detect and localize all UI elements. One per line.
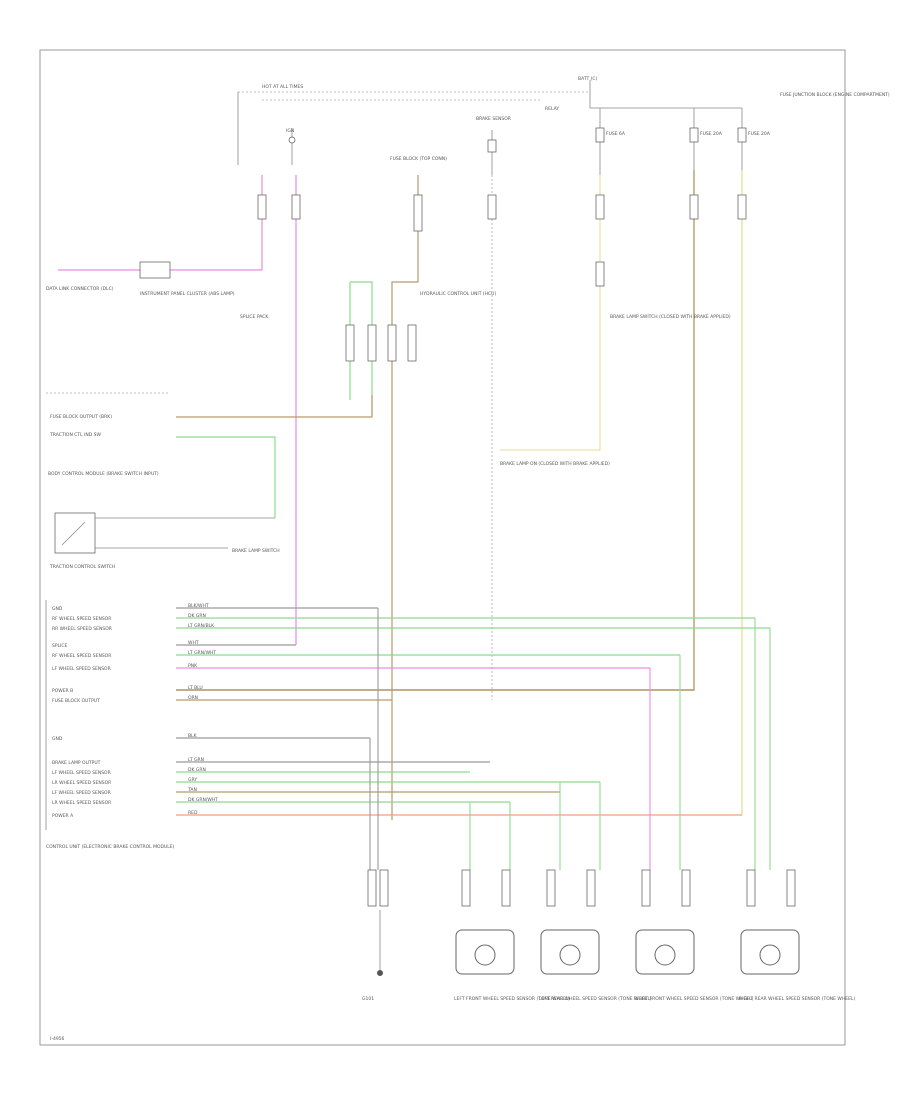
fuse-group: IGN FUSE BLOCK (TOP CONN) BRAKE SENSOR R… [286, 92, 890, 175]
wire-color-label: LT GRN/WHT [188, 650, 216, 656]
hot-at-all-times-label: HOT AT ALL TIMES [262, 84, 303, 90]
splice-note-label: SPLICE PACK [240, 314, 269, 320]
body-module-label: BODY CONTROL MODULE (BRAKE SWITCH INPUT) [48, 471, 159, 477]
brake-note-label: BRAKE LAMP ON (CLOSED WITH BRAKE APPLIED… [500, 461, 610, 467]
pin-label: RR WHEEL SPEED SENSOR [52, 626, 112, 632]
wire-color-label: DK GRN [188, 613, 206, 619]
wheel-speed-sensors: LEFT FRONT WHEEL SPEED SENSOR (TONE WHEE… [454, 869, 855, 1002]
wheel-speed-sensor: LEFT FRONT WHEEL SPEED SENSOR (TONE WHEE… [454, 869, 570, 1002]
control-module-label: CONTROL UNIT (ELECTRONIC BRAKE CONTROL M… [46, 844, 175, 850]
pin-label: LR WHEEL SPEED SENSOR [52, 800, 111, 806]
ground-label: G101 [362, 996, 374, 1002]
page-code: I-4956 [50, 1036, 65, 1042]
wire-color-label: LT BLU [188, 685, 203, 691]
pin-label: BRAKE LAMP OUTPUT [52, 760, 101, 766]
wire-color-label: BLK [188, 733, 198, 739]
pin-label: FUSE BLOCK OUTPUT [52, 698, 100, 704]
tan-wire-right [176, 170, 695, 691]
pin-label: LR WHEEL SPEED SENSOR [52, 780, 111, 786]
module-pin-rows: GND BLK/WHT RF WHEEL SPEED SENSOR DK GRN RR … [52, 603, 771, 870]
brake-lamp-switch-label: BRAKE LAMP SWITCH (CLOSED WITH BRAKE APP… [610, 314, 731, 320]
wire-color-label: WHT [188, 640, 199, 646]
ground-group: G101 [362, 869, 389, 1002]
wire-color-label: DK GRN [188, 767, 206, 773]
wheel-speed-sensor: RIGHT REAR WHEEL SPEED SENSOR (TONE WHEE… [739, 869, 855, 1002]
sensor-label: RIGHT FRONT WHEEL SPEED SENSOR (TONE WHE… [634, 996, 754, 1002]
brake-lamp-label: BRAKE LAMP SWITCH [232, 548, 280, 554]
sensor-label: RIGHT REAR WHEEL SPEED SENSOR (TONE WHEE… [739, 996, 855, 1002]
top-wires [58, 170, 747, 820]
fuse-2-label: FUSE 20A [700, 131, 723, 137]
sensor-label: LEFT FRONT WHEEL SPEED SENSOR (TONE WHEE… [454, 996, 570, 1002]
wire-color-label: DK GRN/WHT [188, 797, 218, 803]
wire-color-label: ORN [188, 695, 198, 701]
brake-fuse-label: BRAKE SENSOR [476, 116, 511, 122]
tan-wire-main [391, 175, 419, 820]
ign-fuse-label: IGN [286, 128, 294, 134]
fuse-top-label: BATT (C) [578, 76, 598, 82]
wire-color-label: GRY [188, 777, 197, 783]
wire-color-label: BLK/WHT [188, 603, 209, 609]
fuse-bracket-label: FUSE BLOCK (TOP CONN) [390, 156, 447, 162]
wheel-speed-sensor: RIGHT FRONT WHEEL SPEED SENSOR (TONE WHE… [634, 869, 754, 1002]
pin-label: LF WHEEL SPEED SENSOR [52, 770, 111, 776]
left-components: DATA LINK CONNECTOR (DLC) INSTRUMENT PAN… [46, 261, 731, 850]
pin-label: GND [52, 736, 63, 742]
abs-module-label: INSTRUMENT PANEL CLUSTER (ABS LAMP) [140, 291, 235, 297]
wire-color-label: LT GRN [188, 757, 204, 763]
diagram-frame [39, 49, 846, 1046]
mid-note-label: HYDRAULIC CONTROL UNIT (HCU) [420, 291, 496, 297]
ground-icon [377, 970, 383, 976]
fuse-relay-label: RELAY [545, 106, 559, 112]
wire-color-label: TAN [187, 787, 197, 793]
pink-wire-1 [58, 175, 263, 271]
power-bus: BATT (C) HOT AT ALL TIMES [237, 76, 742, 165]
wire-color-label: RED [188, 810, 198, 816]
sensor-label: LEFT REAR WHEEL SPEED SENSOR (TONE WHEEL… [539, 996, 652, 1002]
fuse-1-label: FUSE 6A [606, 131, 626, 137]
traction-ctl-label: TRACTION CTL IND SW [49, 432, 102, 438]
traction-switch-label: TRACTION CONTROL SWITCH [49, 564, 115, 570]
fuse-block-output-label: FUSE BLOCK OUTPUT (BRK) [50, 414, 112, 420]
wire-color-label: PNK [188, 663, 198, 669]
fuse-3-label: FUSE 20A [748, 131, 771, 137]
yellow-wire-short [500, 175, 601, 451]
diag-label: DATA LINK CONNECTOR (DLC) [46, 286, 114, 292]
wheel-speed-sensor: LEFT REAR WHEEL SPEED SENSOR (TONE WHEEL… [539, 869, 652, 1002]
pin-label: RF WHEEL SPEED SENSOR [52, 653, 111, 659]
pin-label: LF WHEEL SPEED SENSOR [52, 666, 111, 672]
pin-label: GND [52, 606, 63, 612]
right-note-label: FUSE JUNCTION BLOCK (ENGINE COMPARTMENT) [780, 92, 890, 98]
wire-color-label: LT GRN/BLK [188, 623, 215, 629]
abs-lamp-block [139, 261, 171, 279]
pin-label: POWER B [52, 688, 73, 694]
pin-label: SPLICE [52, 643, 68, 649]
pin-label: POWER A [52, 813, 74, 819]
pin-label: RF WHEEL SPEED SENSOR [52, 616, 111, 622]
pin-label: LF WHEEL SPEED SENSOR [52, 790, 111, 796]
traction-switch-box [54, 512, 96, 554]
